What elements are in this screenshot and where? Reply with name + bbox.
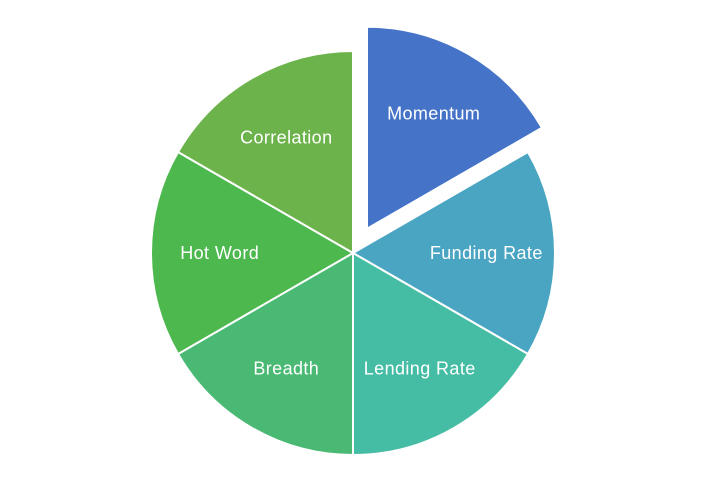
pie-slice-lending-rate[interactable] — [352, 252, 529, 456]
pie-slice-funding-rate[interactable] — [352, 151, 557, 355]
pie-slice-momentum[interactable] — [366, 25, 543, 230]
pie-slice-correlation[interactable] — [177, 50, 354, 254]
pie-slices — [149, 25, 557, 456]
pie-slice-hot-word[interactable] — [149, 151, 354, 355]
pie-slice-breadth[interactable] — [177, 252, 354, 456]
